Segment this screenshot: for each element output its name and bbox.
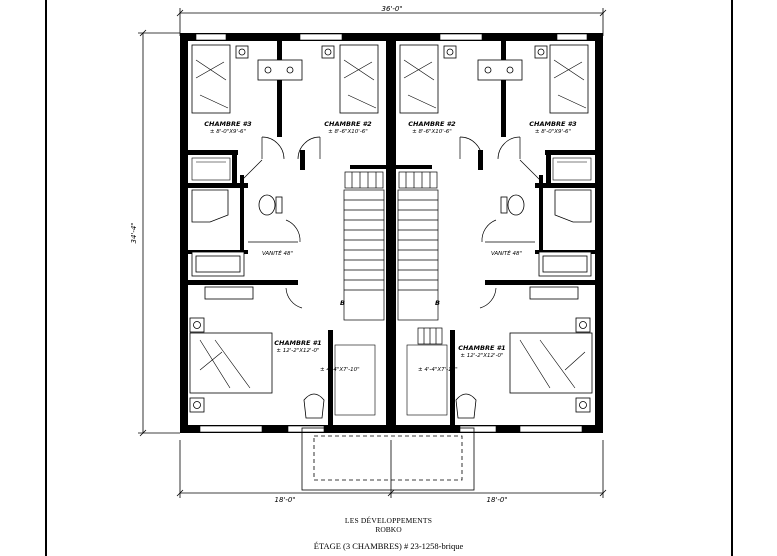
stair-tag-left: B [340,299,345,307]
overall-width-label: 36'-0" [381,5,402,13]
right-chambre1-size: ± 12'-2"X12'-0" [460,353,503,359]
desks [257,59,523,81]
stairs-left [343,189,385,321]
left-chambre1-size: ± 12'-2"X12'-0" [276,348,319,354]
right-chambre1-name: CHAMBRE #1 [458,344,505,352]
left-vanite-label: VANITÉ 48" [262,249,293,257]
nightstands [189,45,591,413]
bottom-dimension-lines [176,440,607,498]
left-unit-width-label: 18'-0" [274,496,295,504]
armchairs [303,393,477,419]
right-chambre2-name: CHAMBRE #2 [408,120,456,128]
top-windows [195,33,588,41]
right-unit-width-label: 18'-0" [486,496,507,504]
left-chambre3-size: ± 8'-0"X9'-6" [210,129,246,135]
stairs-right [397,189,439,321]
right-chambre3-name: CHAMBRE #3 [529,120,577,128]
stair-landing-rails [344,171,443,345]
door-swings [239,136,543,309]
page-frame-left-line [45,0,47,556]
right-chambre2-size: ± 8'-6"X10'-6" [412,129,452,135]
company-name-line2: ROBKO [375,525,402,534]
front-porch [301,427,475,491]
bathroom-fixtures [191,189,592,300]
left-chambre2-size: ± 8'-6"X10'-6" [328,129,368,135]
overall-depth-label: 34'-4" [130,222,138,243]
exterior-walls [180,33,603,433]
bed-covers [195,59,587,389]
bottom-windows [199,425,583,433]
beds [189,44,593,394]
left-chambre2-name: CHAMBRE #2 [324,120,372,128]
left-dimension-line [138,29,180,437]
plan-title: ÉTAGE (3 CHAMBRES) # 23-1258-brique [313,541,464,551]
closets [191,157,592,416]
left-closet-size: ± 4'-4"X7'-10" [320,367,360,373]
page-frame-right-line [731,0,733,556]
right-vanite-label: VANITÉ 48" [491,249,522,257]
right-closet-size: ± 4'-4"X7'-10" [418,367,458,373]
party-wall [386,41,396,425]
left-chambre3-name: CHAMBRE #3 [204,120,252,128]
company-name-line1: LES DÉVELOPPEMENTS [344,516,433,525]
right-chambre3-size: ± 8'-0"X9'-6" [535,129,571,135]
left-chambre1-name: CHAMBRE #1 [274,339,321,347]
top-dimension-line [176,8,607,36]
stair-tag-right: B [435,299,440,307]
